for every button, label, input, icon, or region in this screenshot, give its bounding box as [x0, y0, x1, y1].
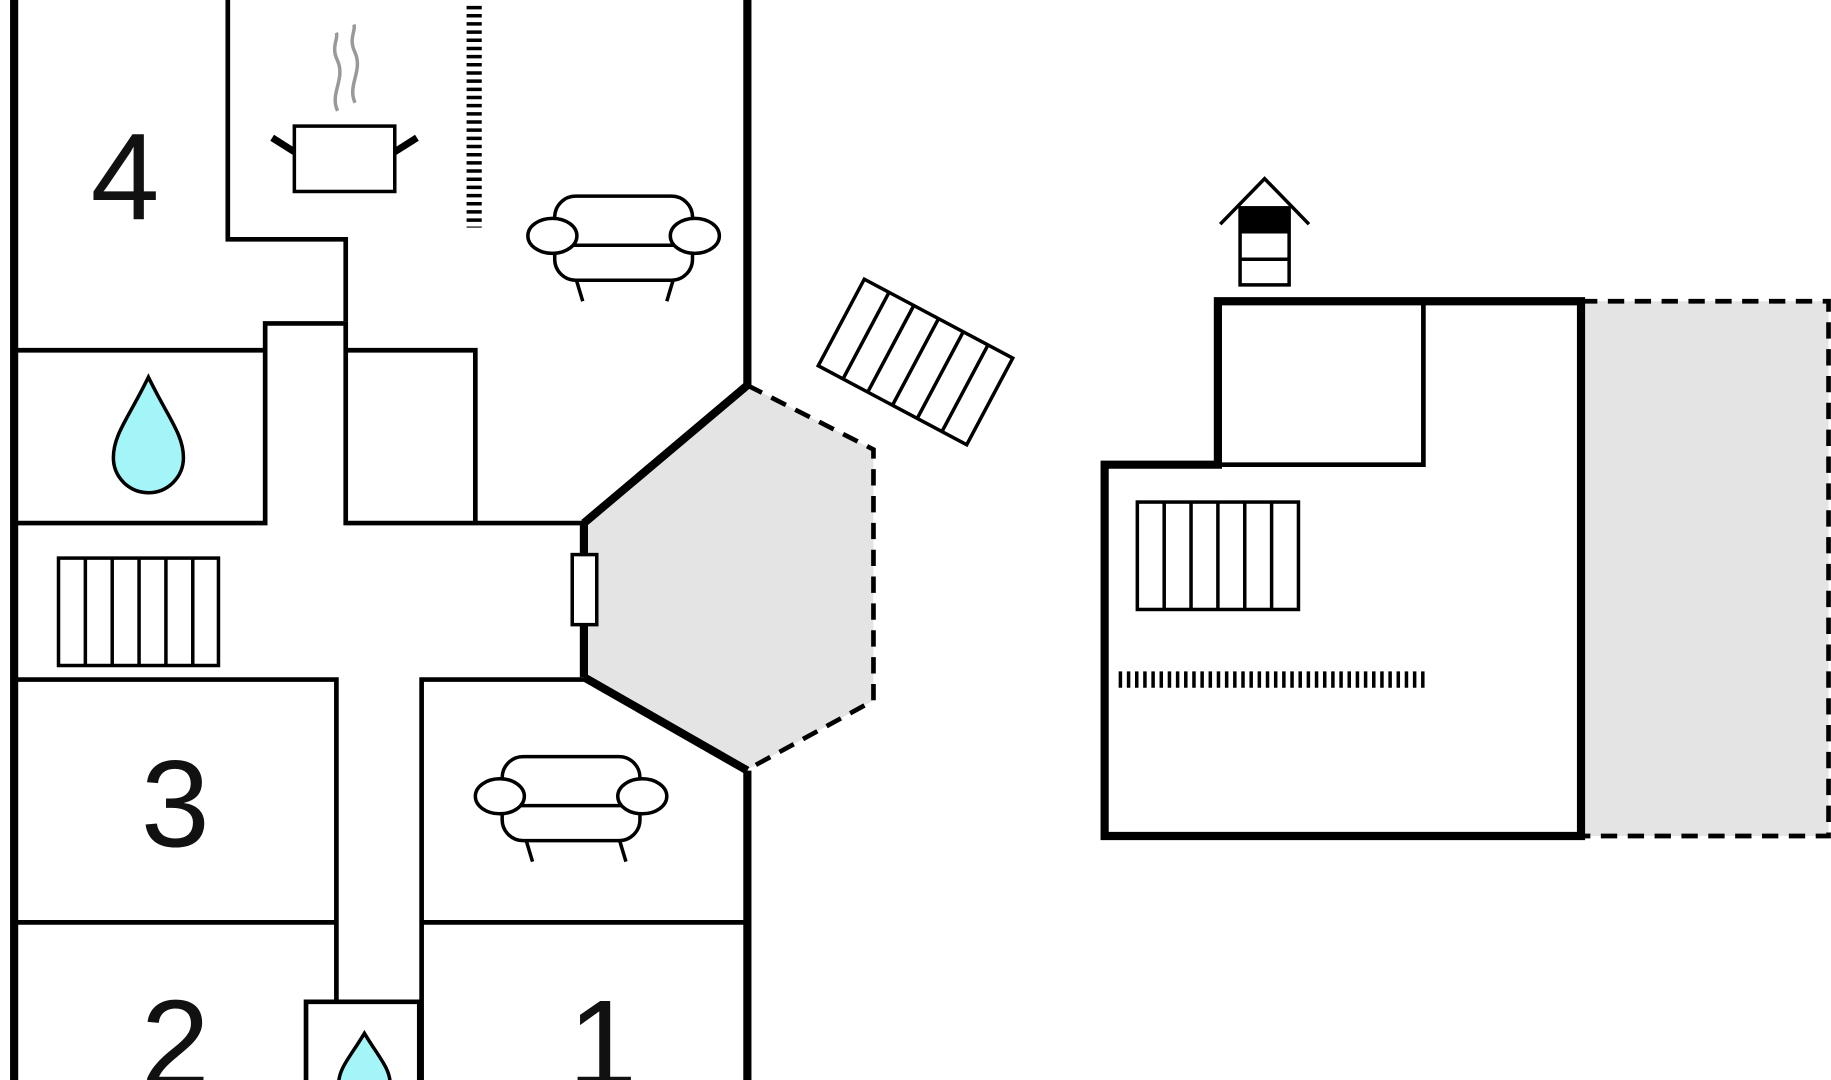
room3-wall: [14, 677, 339, 1002]
room-number-3: 3: [141, 735, 210, 873]
terrace: [583, 385, 874, 769]
hall-wall-upper: [14, 321, 584, 526]
door-icon: [570, 552, 599, 627]
stairs-icon: [1135, 500, 1301, 612]
terrace-wall-bottom: [581, 673, 750, 775]
sofa-icon: [473, 754, 669, 863]
room-number-2: 2: [141, 975, 210, 1080]
sofa-icon: [526, 194, 722, 302]
terrace-wall-top: [581, 382, 751, 527]
left-building: [10, 0, 876, 1080]
right-building: [1100, 297, 1831, 841]
annex-terrace: [1581, 301, 1829, 836]
cooking-pot-icon: [270, 23, 419, 194]
stairs-icon: [56, 556, 221, 668]
kitchen-wall: [225, 0, 349, 322]
water-drop-icon: [111, 373, 186, 495]
stairs-icon: [815, 276, 1016, 448]
room-number-4: 4: [91, 109, 160, 247]
annex-terrace-edge: [1581, 298, 1831, 839]
bathroom-wall: [14, 350, 268, 526]
room-number-1: 1: [568, 975, 637, 1080]
closet-wall: [345, 347, 478, 524]
bathroom2-wall: [303, 999, 422, 1080]
birdhouse-icon: [1218, 176, 1311, 287]
water-drop-icon: [337, 1029, 392, 1080]
annex-inner-wall: [1217, 301, 1426, 468]
terrace-edge: [746, 383, 876, 771]
living2-wall: [419, 677, 584, 1080]
